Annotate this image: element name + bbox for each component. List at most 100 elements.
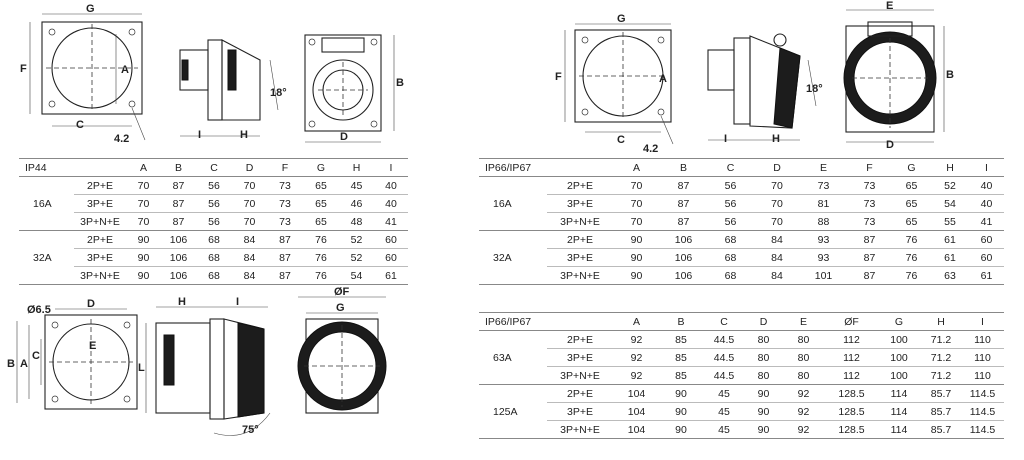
column-header: D <box>746 312 781 331</box>
dimension-value-cell: 71.2 <box>921 348 961 367</box>
dimension-value-cell: 52 <box>339 230 374 249</box>
dim-label-b: B <box>7 358 15 370</box>
dimension-value-cell: 92 <box>613 330 660 349</box>
ip66-front-view: G F A C 4.2 <box>555 13 674 155</box>
pole-type-cell: 3P+E <box>74 194 126 213</box>
dim-label-angle: 75° <box>242 424 259 436</box>
dimension-value-cell: 52 <box>339 248 374 267</box>
column-header: C <box>196 158 232 177</box>
column-header: E <box>800 158 847 177</box>
dimension-value-cell: 80 <box>781 366 826 385</box>
ip66-flap-view: E B D <box>843 0 954 151</box>
dimension-value-cell: 92 <box>781 420 826 439</box>
ip66-large-front-view: Ø6.5 D B A C E <box>7 298 138 410</box>
pole-type-cell: 2P+E <box>547 330 613 349</box>
dimension-value-cell: 84 <box>232 230 267 249</box>
column-header: IP66/IP67 <box>479 158 547 177</box>
dimension-value-cell: 93 <box>800 248 847 267</box>
pole-type-cell: 3P+N+E <box>547 420 613 439</box>
dimension-value-cell: 112 <box>826 330 877 349</box>
dimension-value-cell: 90 <box>126 230 161 249</box>
dimension-value-cell: 88 <box>800 212 847 231</box>
pole-type-cell: 3P+E <box>547 402 613 421</box>
dim-label-b: B <box>946 69 954 81</box>
dim-label-a: A <box>121 64 129 76</box>
dimension-value-cell: 54 <box>931 194 969 213</box>
dimension-value-cell: 73 <box>267 194 303 213</box>
dimension-value-cell: 70 <box>126 212 161 231</box>
dimension-value-cell: 71.2 <box>921 366 961 385</box>
dimension-value-cell: 73 <box>847 194 892 213</box>
pole-type-cell: 3P+E <box>547 194 613 213</box>
dimension-value-cell: 70 <box>754 212 800 231</box>
dimension-value-cell: 104 <box>613 420 660 439</box>
dimension-value-cell: 65 <box>892 212 931 231</box>
column-header: G <box>892 158 931 177</box>
dimension-value-cell: 61 <box>931 230 969 249</box>
dimension-value-cell: 128.5 <box>826 402 877 421</box>
dimension-value-cell: 63 <box>931 266 969 285</box>
dimension-value-cell: 93 <box>800 230 847 249</box>
dimension-value-cell: 70 <box>126 176 161 195</box>
dimension-value-cell: 44.5 <box>702 348 746 367</box>
dimension-value-cell: 41 <box>374 212 408 231</box>
pole-type-cell: 3P+E <box>74 248 126 267</box>
dimension-value-cell: 90 <box>746 402 781 421</box>
dimension-value-cell: 90 <box>660 402 702 421</box>
pole-type-cell: 2P+E <box>547 384 613 403</box>
dim-label-g: G <box>86 3 95 15</box>
dimension-value-cell: 85 <box>660 348 702 367</box>
dimension-value-cell: 106 <box>660 248 707 267</box>
dimension-value-cell: 70 <box>232 212 267 231</box>
column-header: B <box>161 158 196 177</box>
dimension-value-cell: 65 <box>303 212 339 231</box>
dimension-value-cell: 87 <box>267 266 303 285</box>
column-header <box>547 312 613 331</box>
dim-label-c: C <box>617 134 625 146</box>
dimension-value-cell: 85.7 <box>921 420 961 439</box>
dimension-value-cell: 61 <box>969 266 1004 285</box>
dim-label-d: D <box>340 131 348 143</box>
column-header: G <box>877 312 921 331</box>
dimension-value-cell: 70 <box>232 194 267 213</box>
column-header <box>74 158 126 177</box>
dimension-value-cell: 70 <box>232 176 267 195</box>
column-header: I <box>961 312 1004 331</box>
dimension-value-cell: 68 <box>707 248 754 267</box>
dimension-value-cell: 87 <box>161 212 196 231</box>
column-header: ØF <box>826 312 877 331</box>
dimension-value-cell: 110 <box>961 330 1004 349</box>
dimension-value-cell: 84 <box>232 248 267 267</box>
pole-type-cell: 3P+N+E <box>547 266 613 285</box>
dimension-value-cell: 92 <box>781 384 826 403</box>
dimension-value-cell: 70 <box>126 194 161 213</box>
dimension-value-cell: 40 <box>969 194 1004 213</box>
dimension-value-cell: 68 <box>707 266 754 285</box>
dim-label-d: D <box>886 139 894 151</box>
dimension-value-cell: 87 <box>267 230 303 249</box>
rating-cell: 125A <box>479 384 547 439</box>
dimension-value-cell: 112 <box>826 366 877 385</box>
pole-type-cell: 2P+E <box>74 176 126 195</box>
dimension-value-cell: 87 <box>267 248 303 267</box>
dimension-value-cell: 61 <box>931 248 969 267</box>
dimension-value-cell: 80 <box>746 348 781 367</box>
dimension-value-cell: 90 <box>660 420 702 439</box>
dimension-value-cell: 84 <box>754 230 800 249</box>
dim-label-h: H <box>178 296 186 308</box>
dimension-value-cell: 55 <box>931 212 969 231</box>
rating-cell: 16A <box>19 176 74 231</box>
dimension-value-cell: 128.5 <box>826 420 877 439</box>
dimension-value-cell: 90 <box>613 266 660 285</box>
dim-label-angle2: 18° <box>806 83 823 95</box>
dimension-value-cell: 106 <box>161 230 196 249</box>
dimension-value-cell: 60 <box>374 230 408 249</box>
dimension-value-cell: 92 <box>613 348 660 367</box>
dimension-value-cell: 60 <box>374 248 408 267</box>
